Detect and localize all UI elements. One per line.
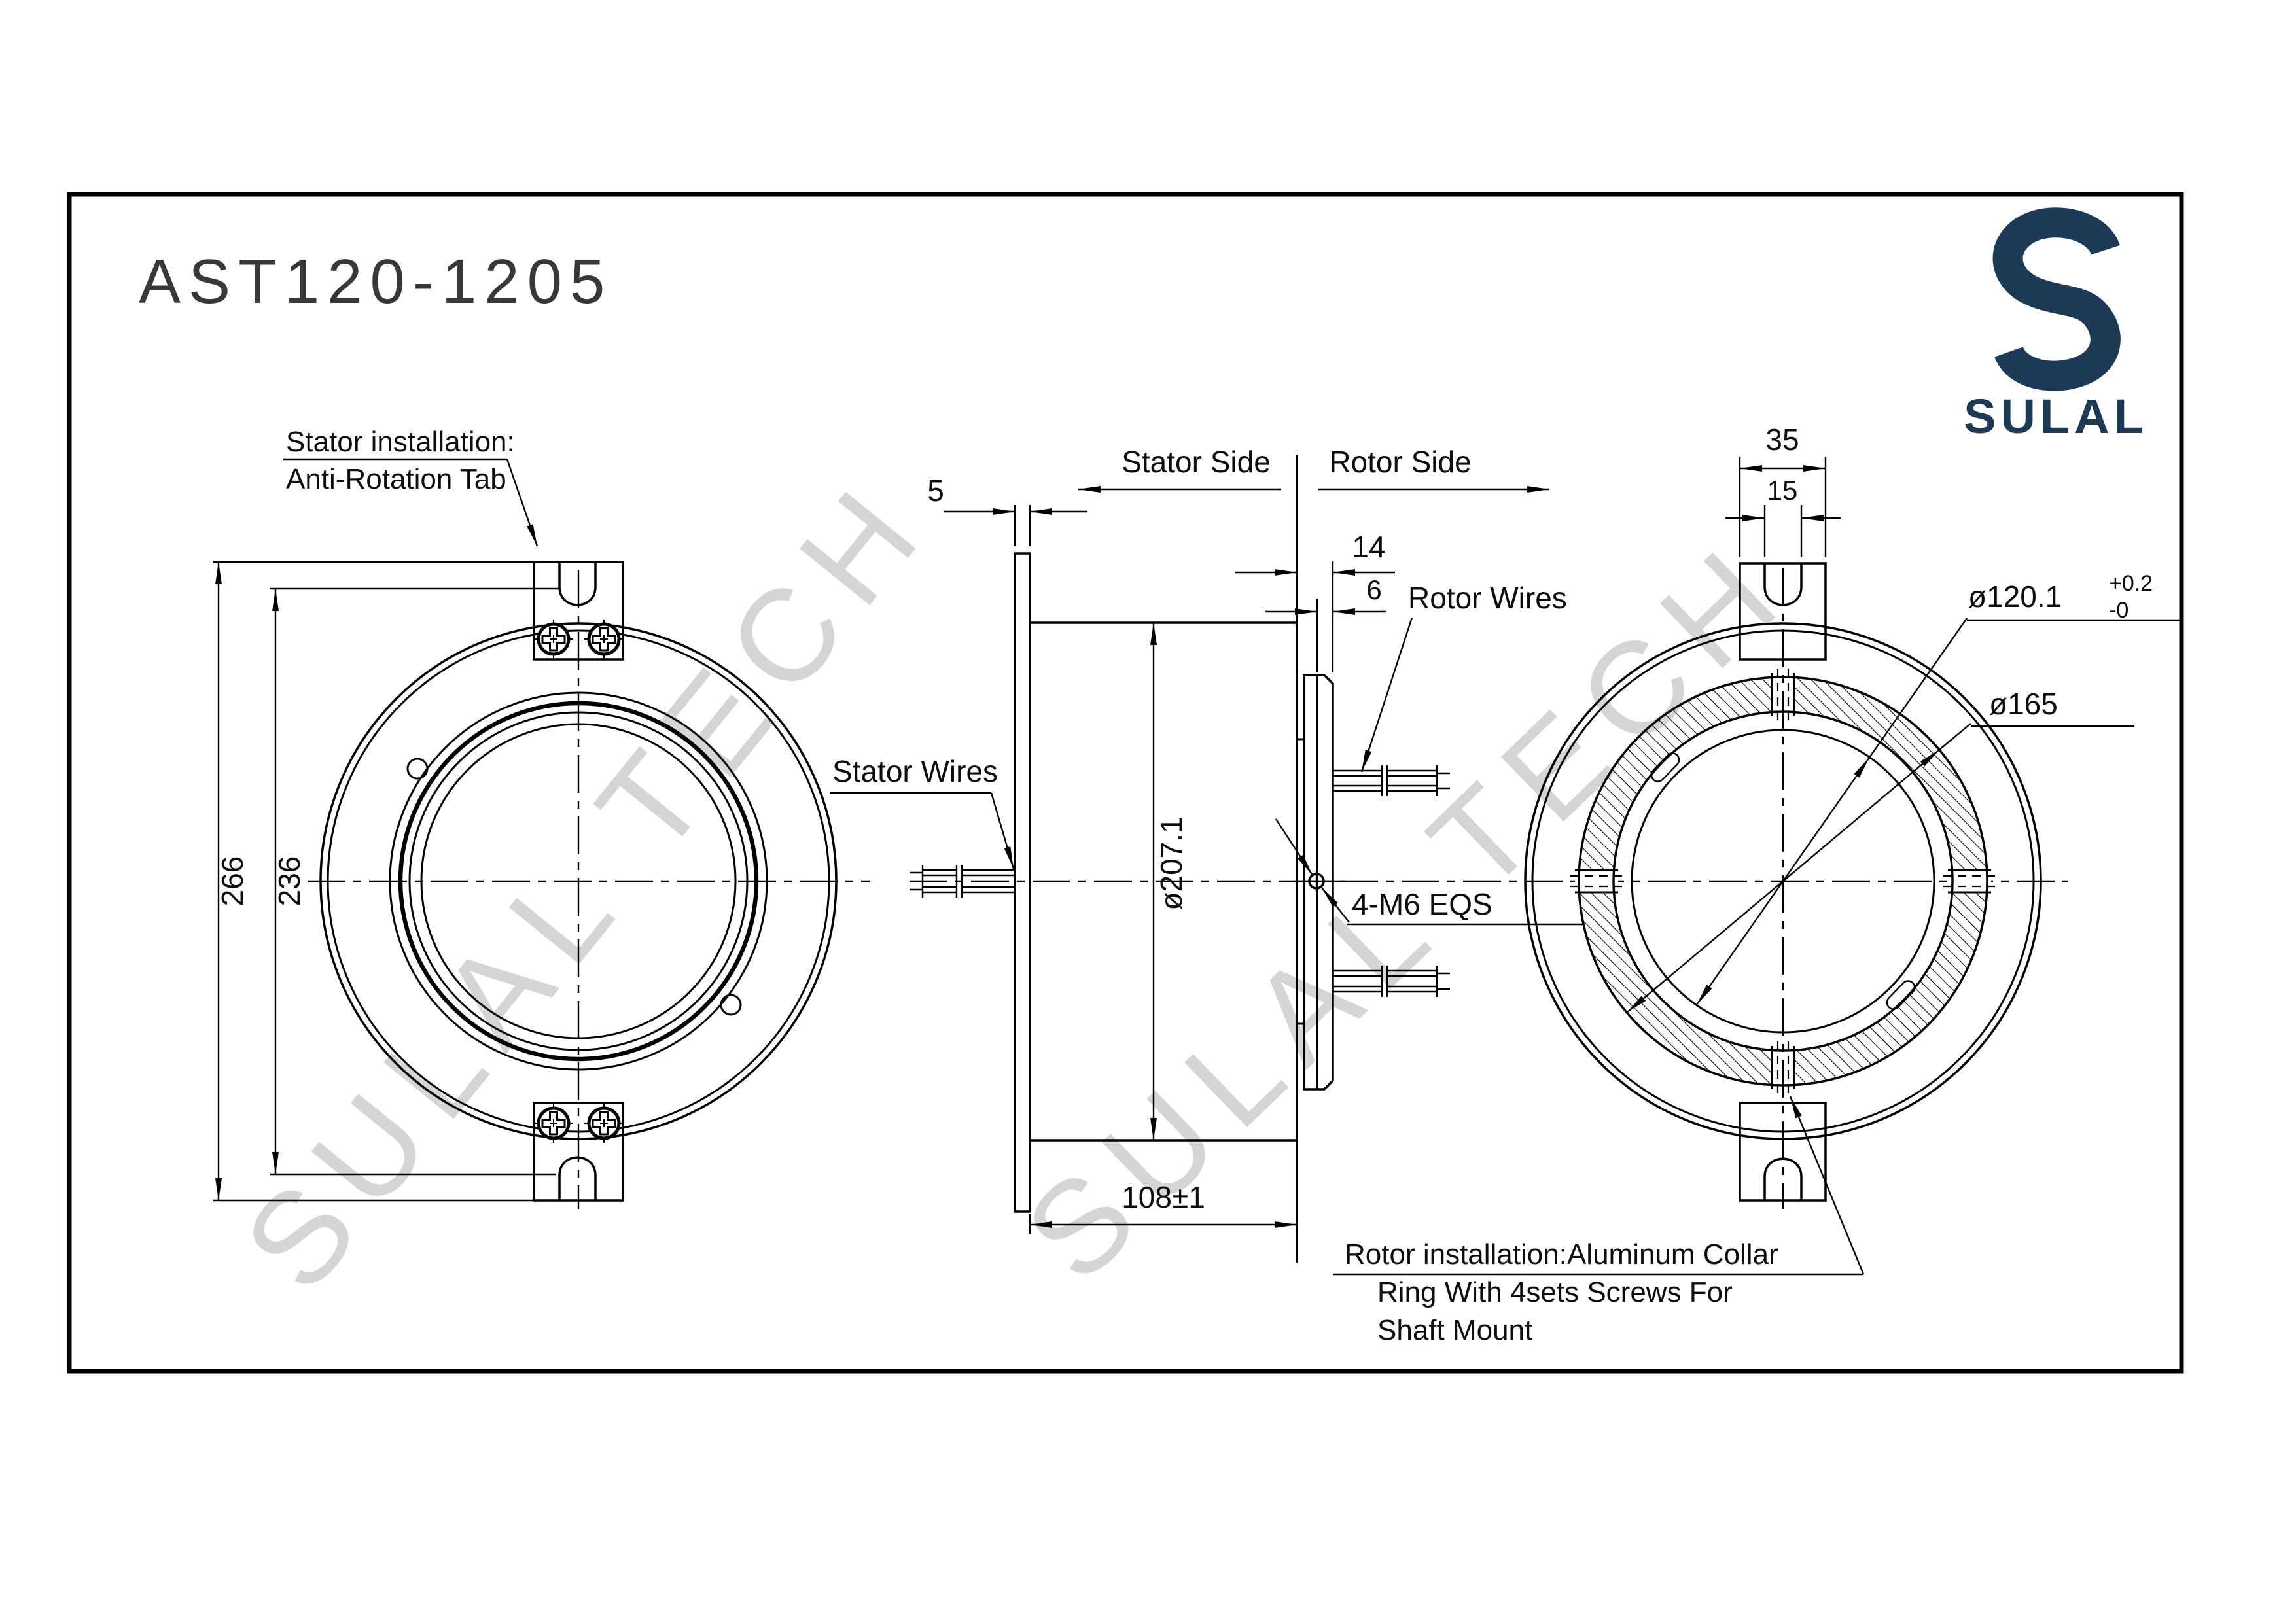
brand-logo: SULAL [1964,207,2148,444]
dimension-236: 236 [270,587,560,1176]
dimension-266: 266 [213,561,535,1202]
svg-text:6: 6 [1366,574,1381,605]
front-view: 266 236 Stator installation: Anti-Rotati… [213,426,870,1209]
svg-text:Stator Wires: Stator Wires [832,754,998,788]
stator-side-label: Stator Side [1078,445,1281,493]
m6-screw [1294,870,1345,892]
rotor-side-label: Rotor Side [1318,445,1549,493]
stator-installation-note: Stator installation: Anti-Rotation Tab [283,426,539,547]
svg-text:266: 266 [215,856,249,907]
dimension-6: 6 [1265,574,1386,672]
mount-hole [720,994,742,1016]
stator-wires-label: Stator Wires [830,754,1015,869]
dimension-108: 108±1 [1029,1180,1297,1234]
svg-text:5: 5 [927,474,944,508]
rotor-note-line3: Shaft Mount [1377,1314,1532,1346]
page-title: AST120-1205 [139,247,612,317]
drawing-border [67,192,2184,1374]
dimension-35: 35 [1739,423,1827,557]
svg-text:ø165: ø165 [1989,687,2058,721]
rotor-wires [1333,765,1450,997]
m6-label: 4-M6 EQS [1275,818,1583,926]
svg-text:236: 236 [272,856,306,907]
dimension-165: ø165 [1626,687,2134,1013]
side-view: Stator Side Rotor Side 5 14 6 [830,445,2068,1263]
stator-flange [1014,552,1031,1213]
svg-text:Stator Side: Stator Side [1122,445,1271,479]
anti-rotation-tab-top [534,561,624,661]
svg-text:Rotor Wires: Rotor Wires [1408,581,1567,615]
dimension-15: 15 [1725,475,1841,557]
brand-name: SULAL [1964,389,2148,444]
rotor-plate [1303,674,1334,1091]
svg-text:14: 14 [1352,530,1385,564]
stator-note-line2: Anti-Rotation Tab [286,463,506,495]
logo-s-icon [1992,207,2121,391]
svg-text:ø120.1: ø120.1 [1968,580,2062,614]
dimension-14: 14 [1235,530,1395,672]
svg-text:+0.2: +0.2 [2109,571,2153,596]
svg-text:35: 35 [1765,423,1799,457]
mount-hole [406,758,429,780]
svg-text:ø207.1: ø207.1 [1154,816,1188,910]
stator-note-line1: Stator installation: [286,426,515,458]
dimension-5: 5 [927,474,1087,546]
rotor-tab-top [1739,562,1827,661]
rotor-view: 35 15 ø120.1 +0.2 -0 ø165 Rotor in [1333,423,2182,1346]
rotor-installation-note: Rotor installation:Aluminum Collar Ring … [1333,1096,1865,1346]
rotor-wires-label: Rotor Wires [1360,581,1567,773]
svg-text:-0: -0 [2109,598,2128,623]
dimension-207: ø207.1 [1150,623,1188,1140]
rotor-note-line2: Ring With 4sets Screws For [1377,1276,1733,1308]
svg-text:108±1: 108±1 [1122,1180,1205,1214]
stator-wires [910,865,1015,898]
svg-text:15: 15 [1767,475,1798,506]
svg-text:Rotor Side: Rotor Side [1329,445,1471,479]
svg-text:4-M6 EQS: 4-M6 EQS [1352,887,1492,921]
anti-rotation-tab-bottom [534,1102,624,1202]
rotor-tab-bottom [1739,1102,1827,1202]
rotor-note-line1: Rotor installation:Aluminum Collar [1345,1238,1778,1270]
